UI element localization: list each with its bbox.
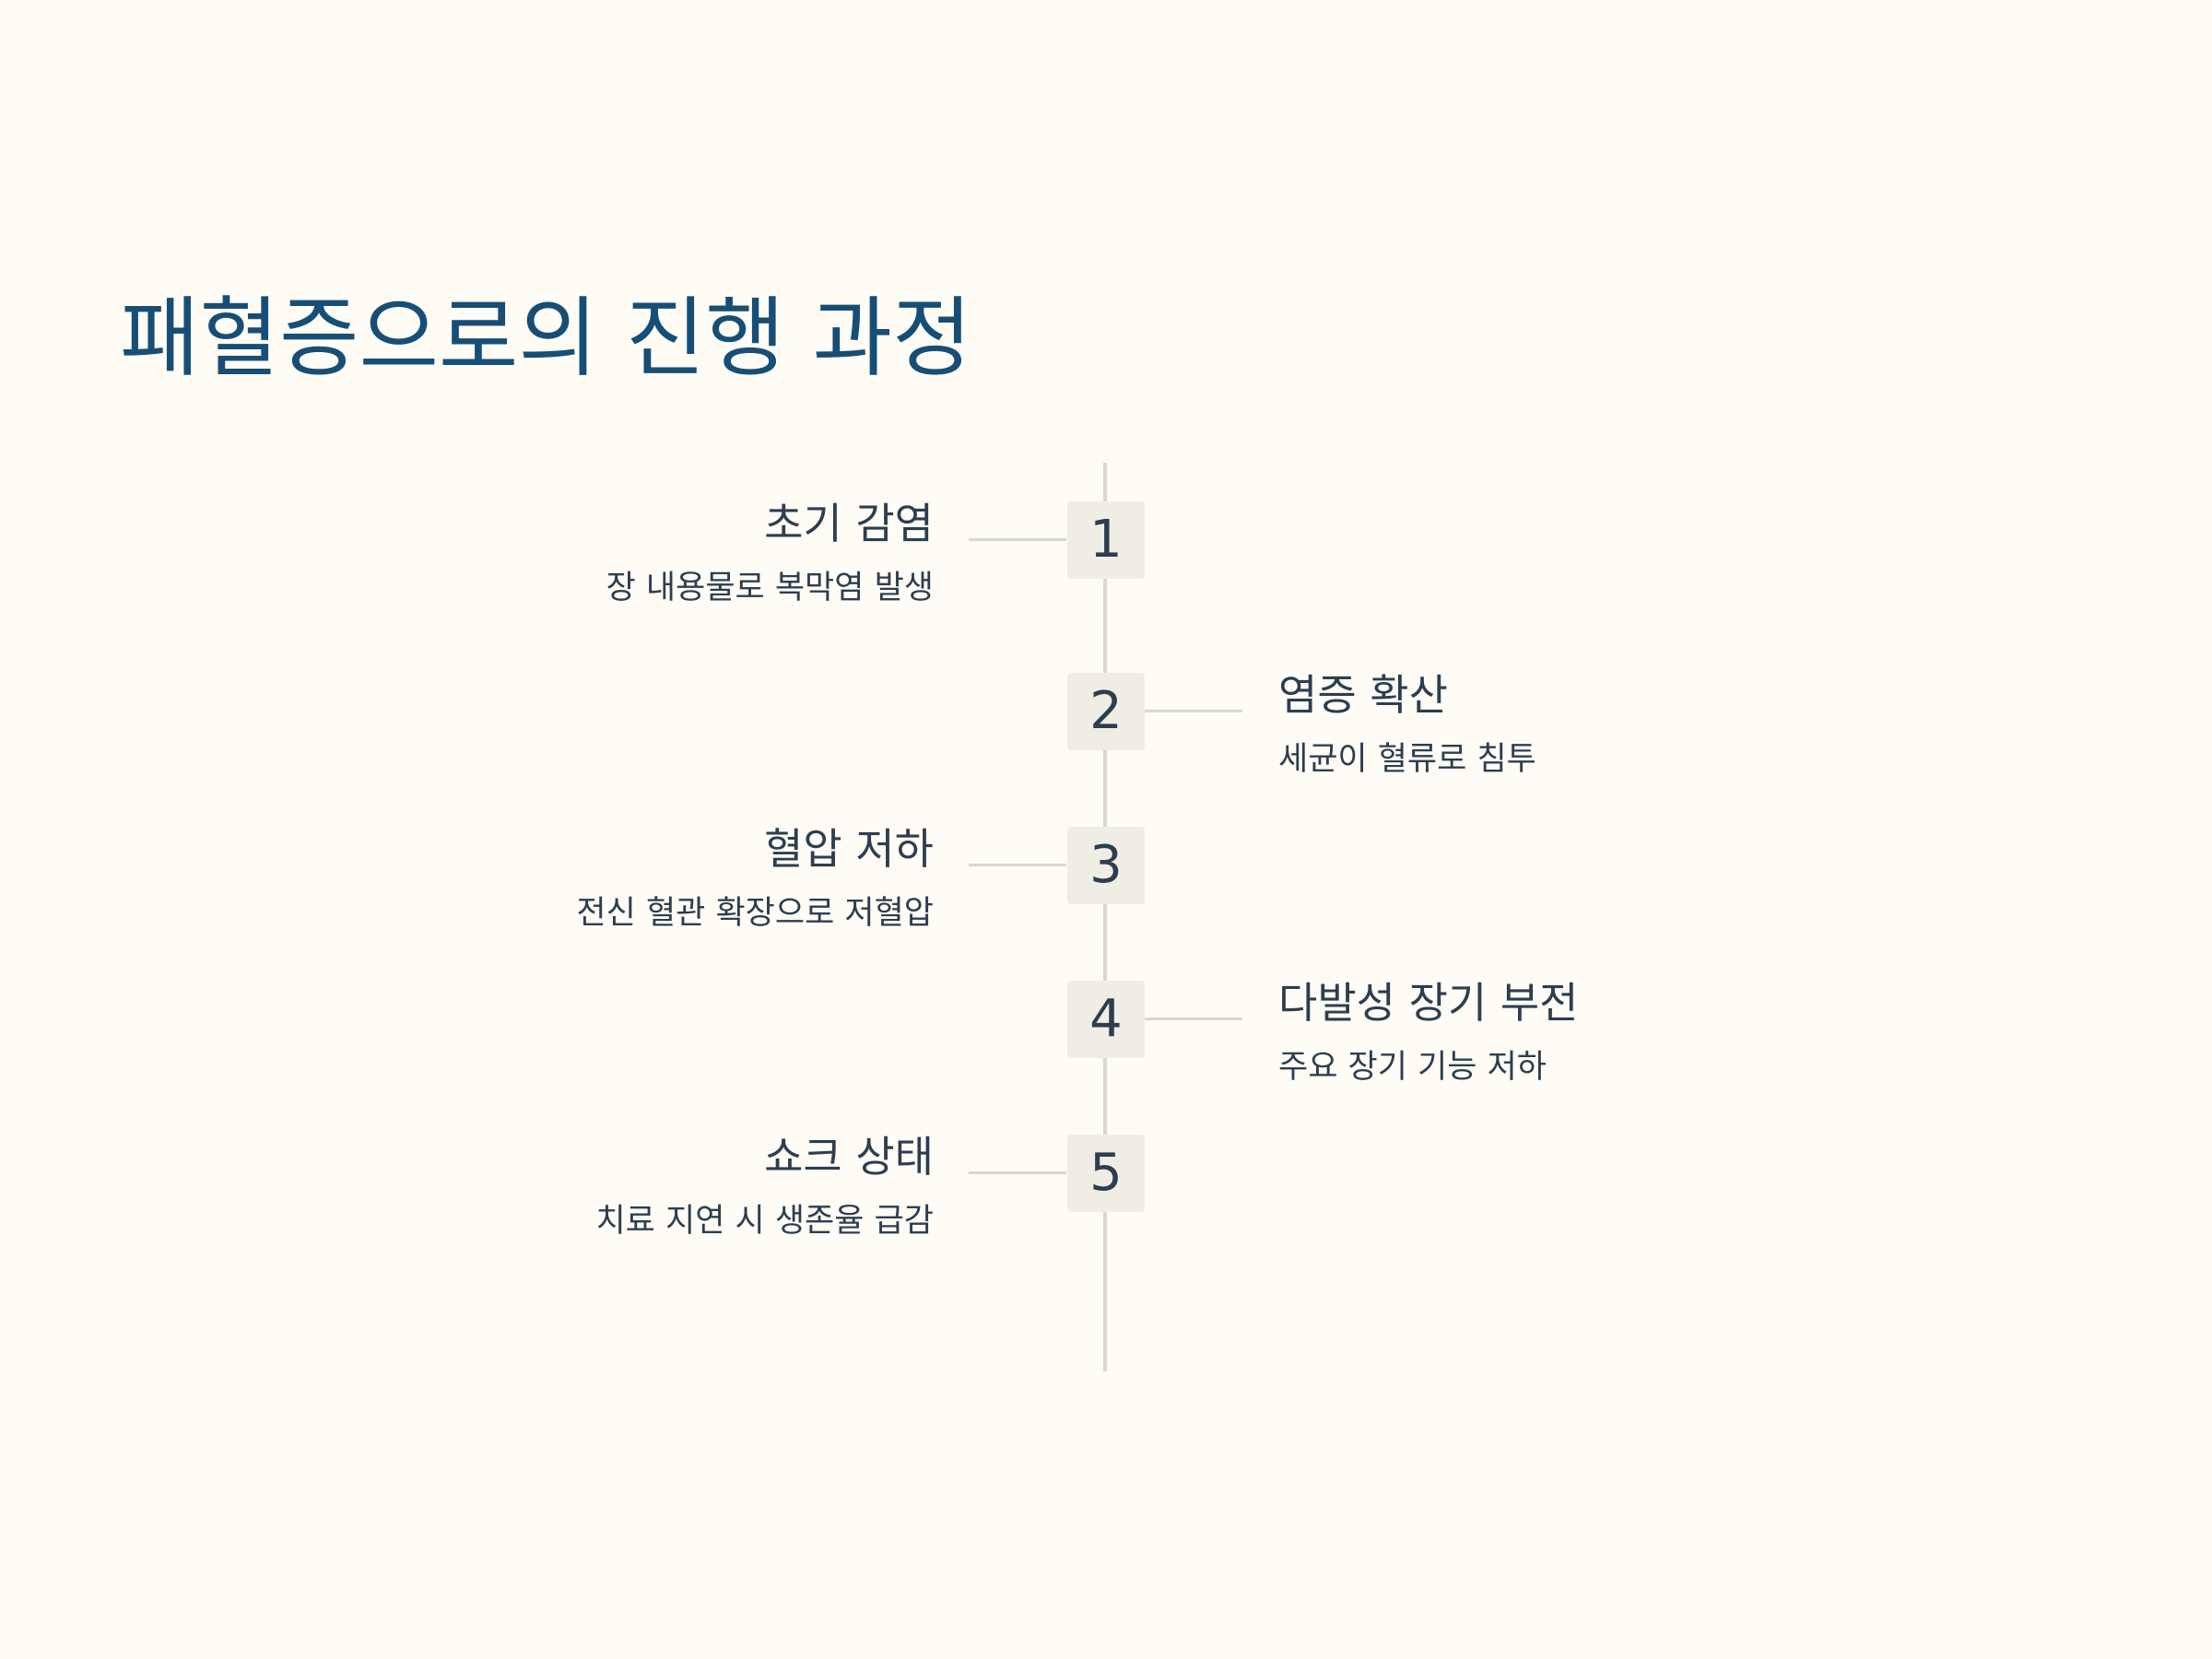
step-marker-2: 2 — [1067, 673, 1145, 750]
step-marker-3: 3 — [1067, 827, 1145, 904]
step-description-2: 세균이 혈류로 침투 — [1278, 741, 1536, 778]
step-title-2: 염증 확산 — [1278, 670, 1448, 720]
step-number-2: 2 — [1089, 681, 1123, 741]
connector-5 — [969, 1171, 1066, 1174]
step-1: 초기 감염 장 내용물로 복막염 발생 — [606, 496, 934, 608]
page-title: 패혈증으로의 진행 과정 — [120, 288, 972, 389]
connector-4 — [1145, 1018, 1242, 1020]
connector-1 — [969, 538, 1066, 541]
step-5: 쇼크 상태 치료 지연 시 생존율 급감 — [595, 1129, 934, 1241]
step-number-5: 5 — [1089, 1143, 1123, 1203]
connector-2 — [1145, 710, 1242, 712]
step-title-5: 쇼크 상태 — [764, 1132, 934, 1182]
step-description-1: 장 내용물로 복막염 발생 — [606, 570, 934, 606]
step-2: 염증 확산 세균이 혈류로 침투 — [1278, 667, 1536, 780]
step-marker-5: 5 — [1067, 1135, 1145, 1212]
step-description-5: 치료 지연 시 생존율 급감 — [595, 1203, 934, 1240]
timeline-spine — [1103, 463, 1107, 1371]
step-marker-4: 4 — [1067, 981, 1145, 1058]
step-description-3: 전신 혈관 확장으로 저혈압 — [576, 895, 934, 932]
step-number-1: 1 — [1089, 510, 1123, 570]
step-4: 다발성 장기 부전 주요 장기 기능 저하 — [1278, 975, 1578, 1088]
step-number-4: 4 — [1089, 989, 1123, 1049]
connector-3 — [969, 864, 1066, 866]
step-3: 혈압 저하 전신 혈관 확장으로 저혈압 — [576, 821, 934, 934]
step-title-4: 다발성 장기 부전 — [1278, 978, 1579, 1028]
step-title-1: 초기 감염 — [764, 499, 934, 548]
step-description-4: 주요 장기 기능 저하 — [1278, 1049, 1547, 1086]
step-marker-1: 1 — [1067, 501, 1145, 579]
step-title-3: 혈압 저하 — [764, 824, 934, 874]
step-number-3: 3 — [1089, 835, 1123, 895]
